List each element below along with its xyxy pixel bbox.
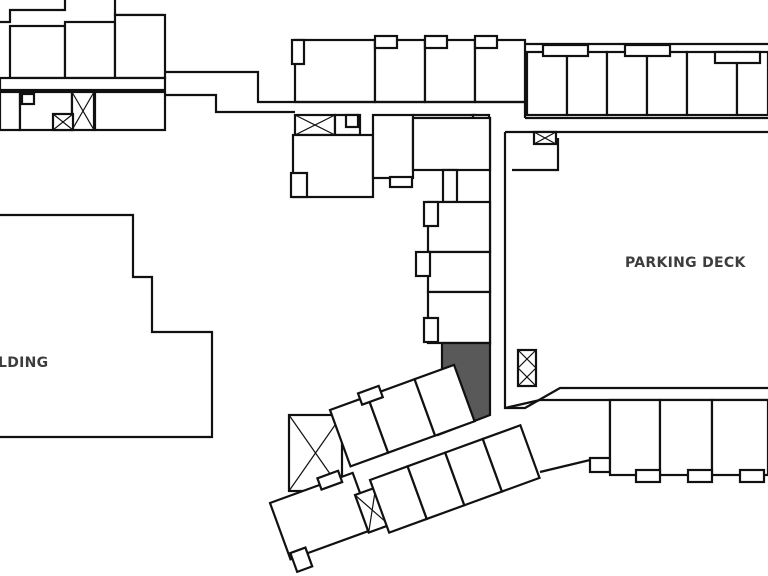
unit-tc-2[interactable]: [373, 38, 427, 104]
left-building-label: LDING: [0, 355, 48, 371]
unit-tc-4[interactable]: [473, 38, 527, 104]
closet-m-2: [441, 168, 459, 204]
closet-br-1: [588, 456, 612, 474]
unit-tl-4[interactable]: [0, 76, 167, 92]
unit-br-2[interactable]: [658, 398, 714, 477]
closet-lw-2: [288, 546, 314, 574]
parking-deck: [503, 130, 768, 410]
unit-tl-2[interactable]: [63, 20, 117, 80]
closet-lw-1: [356, 384, 385, 407]
closet-m-3: [422, 200, 440, 228]
closet-lw-3: [315, 469, 344, 491]
top-left-building: [0, 0, 167, 132]
closet-tr-3: [713, 50, 762, 65]
unit-lw-8[interactable]: [481, 423, 541, 493]
unit-m-3[interactable]: [426, 250, 492, 294]
unit-tl-7[interactable]: [93, 90, 167, 132]
parking-deck-label: PARKING DECK: [625, 255, 746, 271]
corridor-connector: [165, 70, 295, 114]
closet-tr-1: [541, 43, 590, 58]
unit-lw-3[interactable]: [413, 363, 476, 438]
lower-diagonal-wing: [268, 363, 541, 574]
unit-tc-3[interactable]: [423, 38, 477, 104]
unit-m-1[interactable]: [411, 116, 492, 172]
top-center-building: [290, 34, 527, 118]
closet-tl-1: [20, 92, 36, 106]
unit-tr-2[interactable]: [565, 50, 609, 117]
unit-tl-1[interactable]: [8, 24, 67, 80]
top-right-building: [525, 42, 768, 120]
closet-tc-4: [473, 34, 499, 50]
closet-m-4: [414, 250, 432, 278]
closet-c-1: [344, 113, 360, 129]
closet-tc-3: [423, 34, 449, 50]
closet-c-3: [388, 175, 414, 189]
unit-c-3[interactable]: [371, 113, 415, 180]
unit-tc-1[interactable]: [293, 38, 377, 104]
unit-tr-4[interactable]: [645, 50, 689, 117]
closet-tc-2: [373, 34, 399, 50]
elevator-pd-2: [516, 348, 538, 388]
middle-stack: [411, 113, 492, 345]
closet-br-3: [686, 468, 714, 484]
closet-tr-2: [623, 43, 672, 58]
unit-tl-3[interactable]: [113, 13, 167, 80]
closet-br-2: [634, 468, 662, 484]
left-building: [0, 213, 214, 439]
unit-tr-3[interactable]: [605, 50, 649, 117]
unit-br-3[interactable]: [710, 398, 768, 477]
closet-br-4: [738, 468, 766, 484]
unit-tl-5[interactable]: [0, 90, 22, 132]
closet-m-5: [422, 316, 440, 344]
bottom-right-building: [504, 398, 768, 484]
unit-br-1[interactable]: [608, 398, 662, 477]
closet-tc-1: [290, 38, 306, 66]
center-block: [289, 113, 415, 199]
closet-c-2: [289, 171, 309, 199]
unit-tr-1[interactable]: [525, 50, 569, 117]
